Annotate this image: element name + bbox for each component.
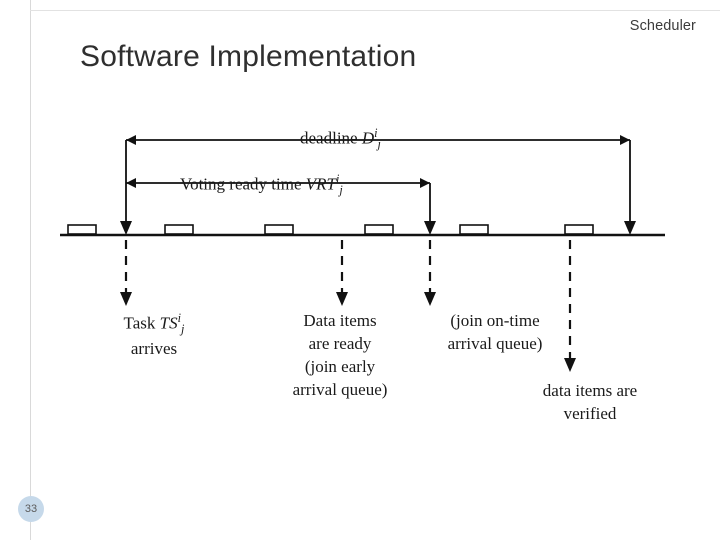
task-arrives-label: Task TSij arrives [84, 310, 224, 361]
deadline-subscript: j [377, 137, 381, 152]
deadline-arrow-left [126, 135, 136, 145]
vrt-label-text: Voting ready time [180, 174, 302, 194]
data-ready-line4: arrival queue) [292, 379, 388, 399]
page-number-badge: 33 [18, 496, 44, 522]
timeline-svg [60, 135, 665, 372]
vrt-vline-head [424, 221, 436, 235]
deadline-superscript: i [374, 126, 378, 140]
header-label: Scheduler [629, 18, 696, 34]
timeline-block [564, 224, 594, 235]
timeline-figure: deadline Dij Voting ready time VRTij Tas… [60, 110, 680, 460]
task-arrives-line2: arrives [130, 338, 178, 358]
vrt-label: Voting ready time VRTij [180, 172, 343, 198]
deadline-symbol: D [361, 128, 375, 148]
left-accent-bar-inner [0, 0, 10, 540]
vrt-arrow-right [420, 178, 430, 188]
verified-line2: verified [563, 403, 617, 423]
task-arrives-line1: Task [123, 313, 156, 333]
deadline-label-text: deadline [300, 128, 358, 148]
data-ready-line3: (join early [304, 356, 376, 376]
deadline-arrow-right [620, 135, 630, 145]
header-divider [30, 10, 720, 11]
deadline-vline-left-head [120, 221, 132, 235]
data-ready-line2: are ready [308, 333, 372, 353]
timeline-block [67, 224, 97, 235]
join-ontime-label: (join on-time arrival queue) [410, 310, 580, 356]
join-ontime-line1: (join on-time [450, 311, 540, 330]
callout-dash-verified-head [564, 358, 576, 372]
timeline-block [459, 224, 489, 235]
task-superscript: i [177, 311, 182, 325]
vrt-arrow-left [126, 178, 136, 188]
timeline-block [364, 224, 394, 235]
verified-line1: data items are [542, 381, 638, 400]
deadline-label: deadline Dij [300, 126, 381, 152]
callout-dash-join-ontime-head [424, 292, 436, 306]
verified-label: data items are verified [500, 380, 680, 426]
callout-dash-data-ready-head [336, 292, 348, 306]
timeline-block [264, 224, 294, 235]
data-ready-line1: Data items [303, 311, 377, 330]
vrt-superscript: i [335, 172, 340, 186]
deadline-vline-right-head [624, 221, 636, 235]
callout-dash-task-head [120, 292, 132, 306]
join-ontime-line2: arrival queue) [447, 333, 543, 353]
page-title: Software Implementation [80, 40, 417, 73]
vrt-subscript: j [339, 183, 343, 198]
vrt-symbol: VRT [305, 174, 336, 194]
task-subscript: j [181, 322, 185, 337]
timeline-block [164, 224, 194, 235]
left-accent-bar [0, 0, 31, 540]
data-ready-label: Data items are ready (join early arrival… [265, 310, 415, 402]
task-symbol: TS [159, 313, 178, 333]
